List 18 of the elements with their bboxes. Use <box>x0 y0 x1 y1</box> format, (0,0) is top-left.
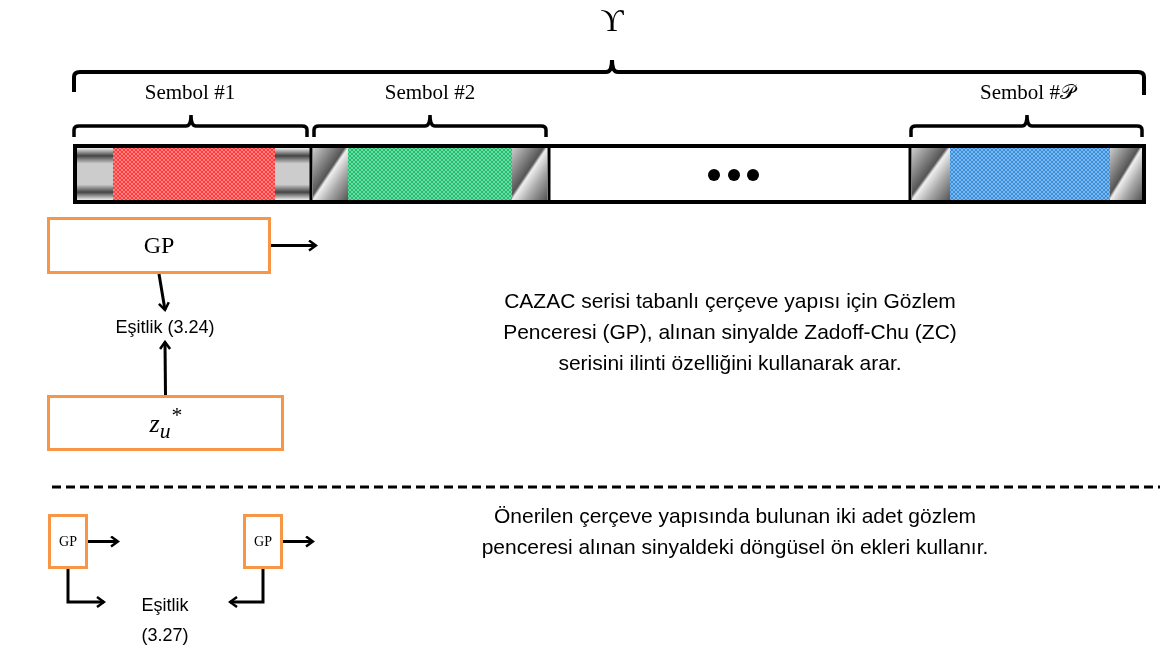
description-text: Önerilen çerçeve yapısında bulunan iki adet gözlem penceresi alınan sinyaldeki döngüsel ön ekleri kullanır. <box>480 503 990 560</box>
process-box: GP <box>243 514 283 569</box>
description-text: CAZAC serisi tabanlı çerçeve yapısı için Gözlem Penceresi (GP), alınan sinyalde Zadoff-Chu (ZC) serisini ilinti özelliğini kullanarak arar. <box>502 288 958 376</box>
equation-label: Eşitlik (3.24) <box>95 312 235 340</box>
arrow <box>283 535 315 548</box>
arrow <box>66 569 106 609</box>
symbol-label: Sembol #2 <box>383 80 477 105</box>
symbol-label: Sembol #𝒫 <box>935 80 1120 105</box>
arrow <box>88 535 120 548</box>
arrow <box>228 569 265 609</box>
process-box: GP <box>47 217 271 274</box>
symbol-label: Sembol #1 <box>143 80 237 105</box>
arrow <box>271 239 318 252</box>
arrow <box>158 340 172 395</box>
upsilon-symbol: ϒ <box>599 2 625 39</box>
process-box: GP <box>48 514 88 569</box>
arrow <box>157 273 171 312</box>
equation-label: Eşitlik (3.27) <box>120 590 210 650</box>
